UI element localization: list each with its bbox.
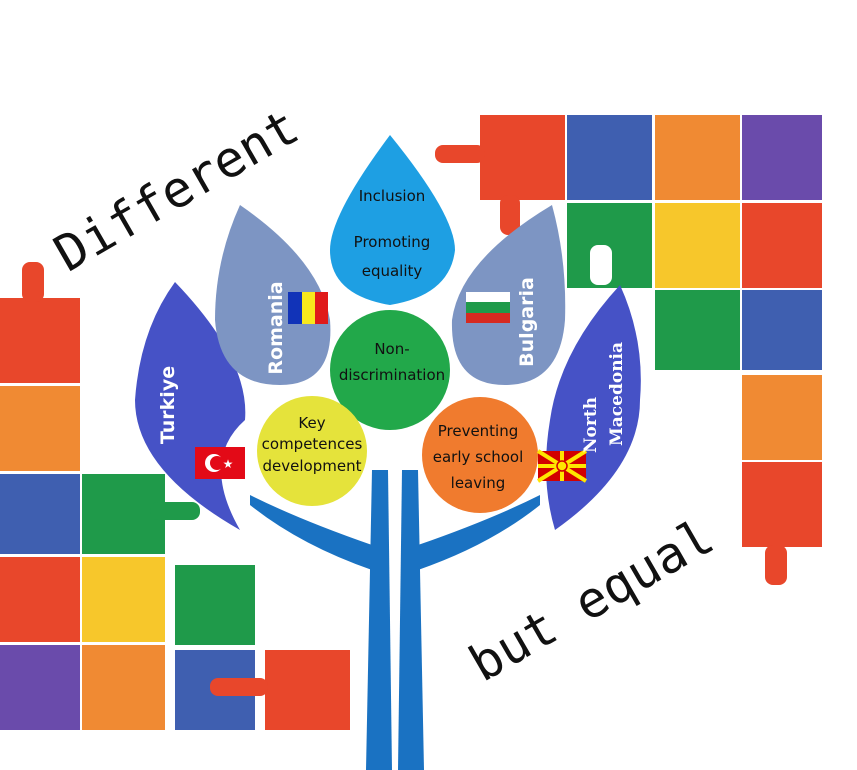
romania-drop (215, 205, 331, 385)
turkiye-label: Turkiye (157, 366, 179, 444)
competences-label: competences (262, 435, 363, 453)
bulgaria-flag-icon (466, 292, 510, 323)
bulgaria-label: Bulgaria (516, 277, 538, 367)
early-school-label: early school (433, 448, 524, 466)
inclusion-drop (330, 135, 455, 305)
tree-trunk (250, 470, 540, 770)
puzzle-grid-left (0, 262, 350, 730)
romania-flag-icon (288, 292, 328, 324)
macedonia-label: Macedonia (607, 342, 627, 446)
turkey-flag-icon: ★ (195, 447, 245, 479)
equality-label: equality (362, 262, 423, 280)
promoting-label: Promoting (354, 233, 431, 251)
slogan-but-equal: but equal (460, 507, 724, 693)
inclusion-label: Inclusion (359, 187, 426, 205)
svg-text:★: ★ (223, 457, 234, 471)
key-competences-circle (257, 396, 367, 506)
non-label: Non- (374, 340, 409, 358)
discrimination-label: discrimination (339, 366, 445, 384)
puzzle-grid-right (435, 115, 822, 585)
leaving-label: leaving (451, 474, 506, 492)
non-discrimination-circle (330, 310, 450, 430)
north-label: North (581, 397, 601, 453)
early-school-leaving-circle (422, 397, 538, 513)
romania-label: Romania (265, 281, 287, 374)
development-label: development (263, 457, 362, 475)
key-label: Key (298, 414, 325, 432)
preventing-label: Preventing (438, 422, 519, 440)
north-macedonia-flag-icon (536, 449, 588, 483)
